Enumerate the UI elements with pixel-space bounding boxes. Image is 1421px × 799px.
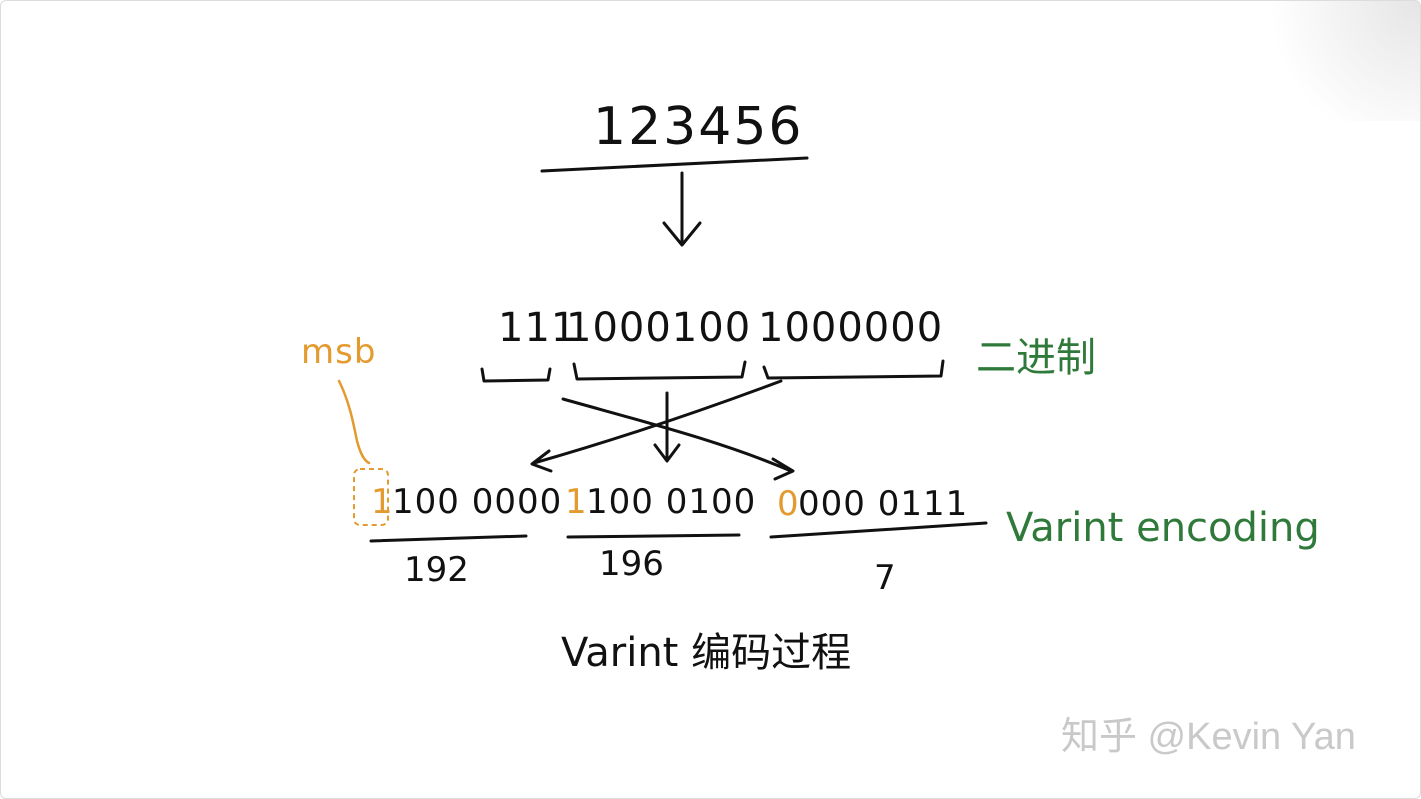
- byte-2-bits: 100 0100: [586, 482, 756, 522]
- byte-1-decimal: 192: [404, 550, 469, 590]
- arrow-to-byte-2: [653, 391, 681, 463]
- bracket-group-1: [480, 367, 552, 383]
- byte-3-decimal: 7: [874, 558, 896, 598]
- binary-group-1: 111: [498, 305, 577, 351]
- byte-3-bits: 000 0111: [798, 484, 968, 524]
- watermark: 知乎 @Kevin Yan: [1061, 716, 1356, 758]
- binary-label: 二进制: [976, 335, 1096, 381]
- bracket-group-3: [762, 359, 945, 380]
- byte-3-msb: 0: [777, 484, 800, 524]
- down-arrow: [662, 171, 702, 247]
- byte-1-underline: [369, 534, 528, 543]
- byte-2-msb: 1: [565, 482, 588, 522]
- byte-2-underline: [566, 533, 741, 539]
- byte-1-msb: 1: [371, 482, 394, 522]
- msb-pointer: [337, 379, 371, 465]
- arrow-to-byte-1: [530, 379, 783, 473]
- msb-label: msb: [301, 332, 376, 372]
- binary-group-3: 1000000: [758, 305, 943, 351]
- input-underline: [540, 156, 809, 173]
- diagram-caption: Varint 编码过程: [561, 630, 851, 676]
- byte-2-decimal: 196: [599, 544, 664, 584]
- bracket-group-2: [572, 360, 747, 381]
- arrow-to-byte-3: [561, 397, 795, 481]
- input-number: 123456: [593, 97, 804, 157]
- msb-highlight-box: [353, 468, 389, 526]
- encoding-label: Varint encoding: [1006, 505, 1320, 551]
- binary-group-2: 1000100: [566, 305, 751, 351]
- byte-1-bits: 100 0000: [392, 482, 562, 522]
- byte-3-underline: [769, 521, 988, 539]
